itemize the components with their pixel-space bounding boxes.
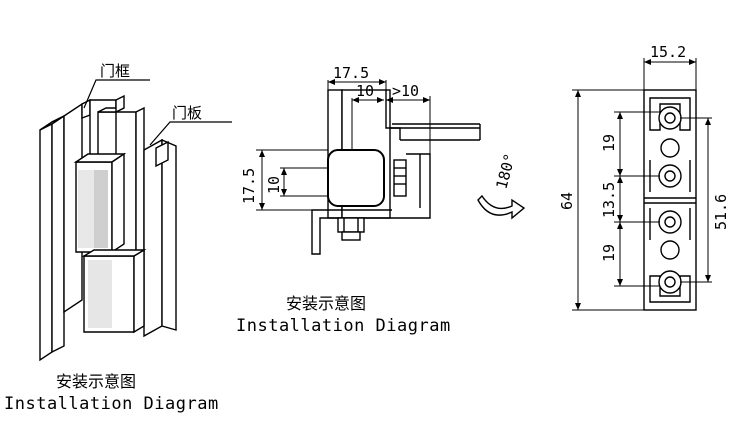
label-door-panel: 门板 (172, 104, 202, 122)
hinge-3d-drawing (39, 94, 177, 362)
dim-width-right: >10 (392, 82, 419, 100)
dim-width-inner: 10 (356, 82, 374, 100)
dim-height-total: 17.5 (240, 168, 258, 204)
dim-width-total: 17.5 (333, 64, 369, 82)
dim-height-inner: 10 (265, 176, 283, 194)
front-view-drawing (643, 89, 697, 311)
left-caption-cn: 安装示意图 (56, 372, 137, 391)
dim-front-bottom-segment: 19 (600, 244, 618, 262)
rotation-arrow-icon (477, 194, 526, 220)
left-caption-en: Installation Diagram (4, 394, 219, 414)
hinge-3d-leaders (83, 79, 232, 146)
label-door-frame: 门框 (100, 62, 130, 80)
middle-caption-cn: 安装示意图 (286, 294, 367, 313)
dim-front-width: 15.2 (650, 43, 686, 61)
rotation-label: 180° (492, 151, 519, 191)
middle-caption-en: Installation Diagram (236, 316, 451, 336)
dim-front-mid-segment: 13.5 (600, 182, 618, 218)
dim-front-total-height: 64 (558, 192, 576, 210)
section-view-dimensions (256, 79, 431, 211)
front-view-dimensions (572, 58, 712, 311)
dim-front-hole-span: 51.6 (712, 194, 730, 230)
section-view-drawing (311, 89, 481, 255)
dim-front-top-segment: 19 (600, 134, 618, 152)
